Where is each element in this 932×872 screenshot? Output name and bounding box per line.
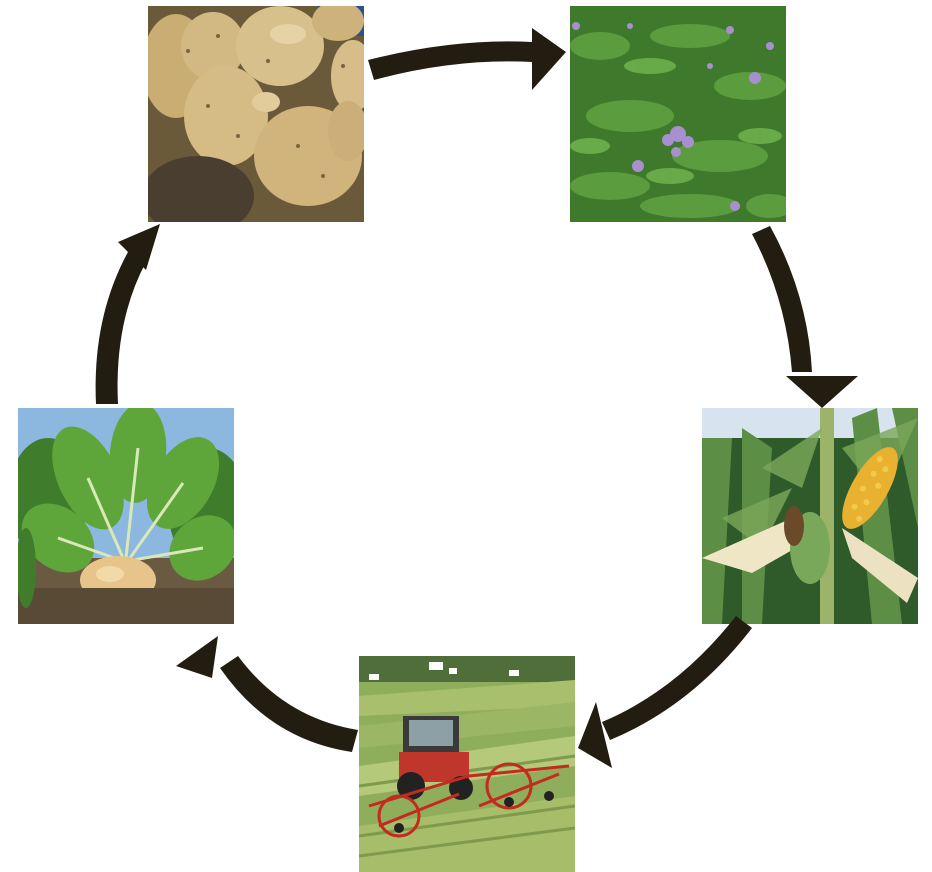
potatoes-image — [148, 6, 364, 222]
arrow-potatoes-to-phacelia — [368, 28, 566, 90]
phacelia-image — [570, 6, 786, 222]
arrow-maize-to-grass — [578, 616, 752, 768]
maize-image — [702, 408, 918, 624]
sugar-beet-image — [18, 408, 234, 624]
arrow-phacelia-to-maize — [752, 226, 858, 408]
grass-harvest-image — [359, 656, 575, 872]
arrow-grass-to-beet — [176, 636, 358, 752]
arrow-beet-to-potatoes — [96, 224, 160, 404]
